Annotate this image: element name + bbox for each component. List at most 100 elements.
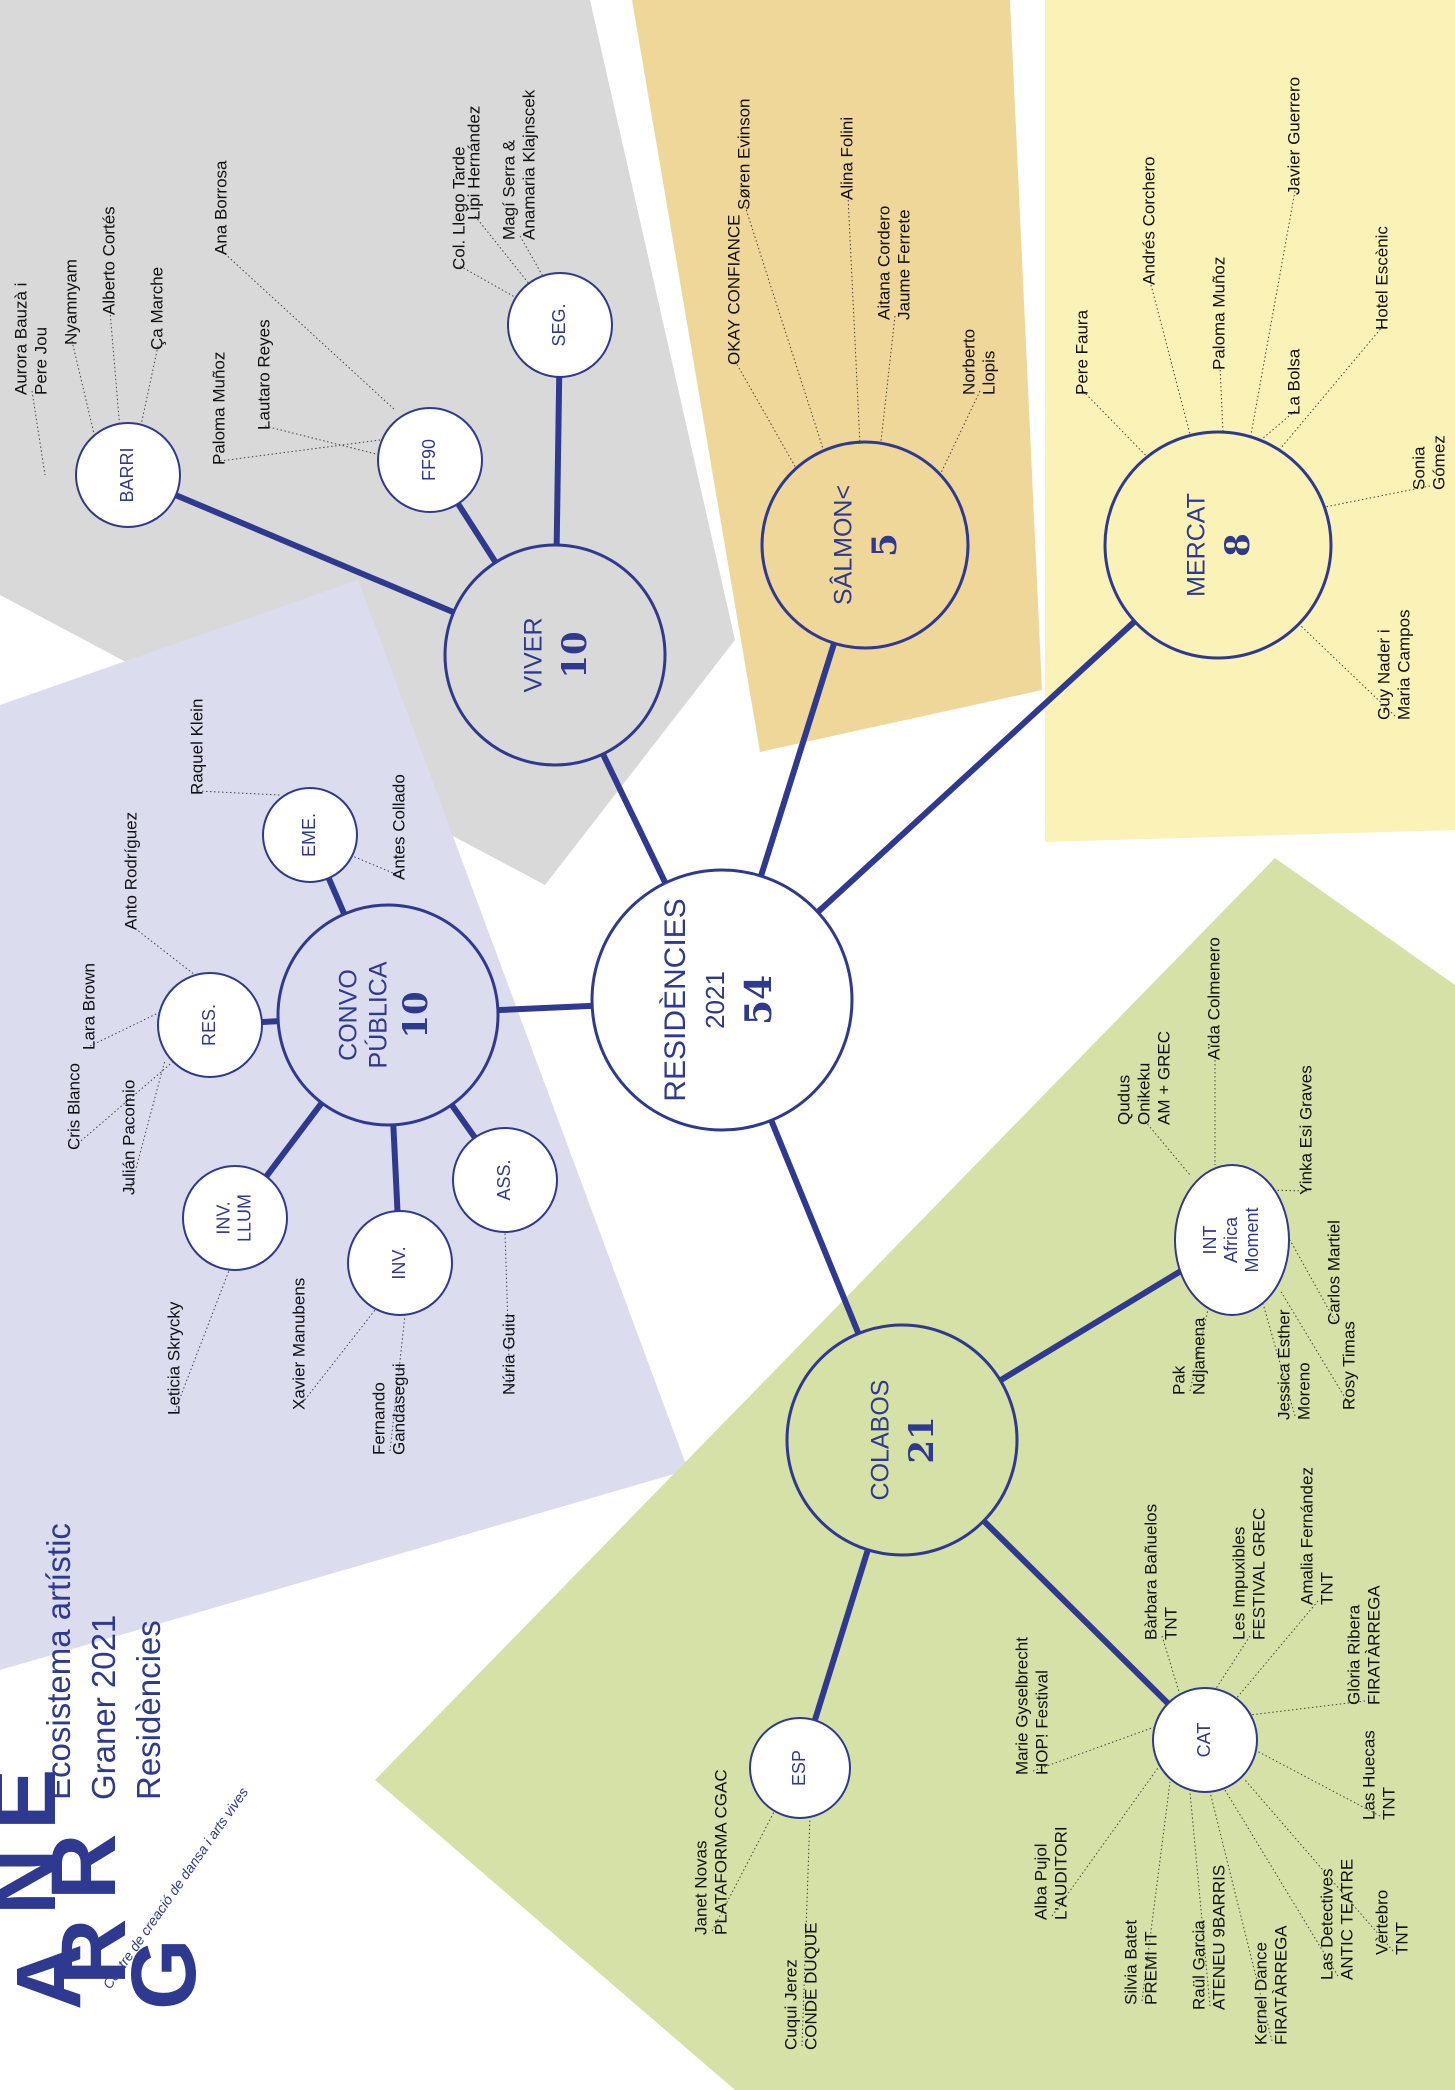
label-ass-0-line: Núria Guiu	[499, 1314, 518, 1395]
label-mercat-0: Pere Faura	[1072, 309, 1091, 395]
label-eme-1: Antes Collado	[389, 774, 408, 880]
node-convo-circle	[276, 903, 500, 1127]
node-int-circle	[1174, 1164, 1290, 1316]
label-cat-11-line: Marie Gyselbrecht	[1012, 1637, 1031, 1775]
leader-inv_llum-0	[174, 1267, 231, 1412]
subnode-inv: INV.	[389, 1246, 409, 1279]
label-salmon-2-line: Alina Folini	[837, 117, 856, 200]
label-esp-0-line: PLATAFORMA CGAC	[711, 1769, 730, 1935]
leader-ff90-2	[221, 250, 396, 411]
label-mercat-7-line: Maria Campos	[1394, 609, 1413, 720]
subnode-int-line: Africa	[1221, 1216, 1241, 1263]
colabos-name: COLABOS	[867, 1380, 895, 1501]
mercat-count-line: 8	[1218, 533, 1258, 557]
title-line-2: Graner 2021	[85, 1615, 122, 1800]
label-eme-0-line: Raquel Klein	[187, 699, 206, 795]
label-inv-1-line: Gandasegui	[389, 1363, 408, 1455]
label-esp-1-line: CONDE DUQUE	[801, 1922, 820, 2050]
label-res-2-line: Anto Rodríguez	[121, 812, 140, 930]
salmon-name: SÂLMON<	[829, 485, 858, 605]
logo-letter-4: E	[0, 1769, 75, 1830]
label-barri-3-line: Ça Marche	[147, 267, 166, 350]
subnode-eme-line: EME.	[299, 813, 319, 857]
subnode-ass-line: ASS.	[494, 1159, 514, 1200]
convo-name-line: PÚBLICA	[364, 961, 393, 1068]
label-cat-7-line: Kernel Dance	[1251, 1942, 1270, 2045]
label-ff90-1-line: Lautaro Reyes	[254, 319, 273, 430]
subnode-cat-line: CAT	[1194, 1723, 1214, 1758]
label-cat-8-line: ATENEU 9BARRIS	[1209, 1865, 1228, 2010]
label-cat-6-line: ANTIC TEATRE	[1337, 1859, 1356, 1980]
logo-letter-5: R	[33, 1834, 135, 1900]
label-int-6-line: Pak	[1169, 1365, 1188, 1395]
label-cat-11-line: HOP! Festival	[1032, 1670, 1051, 1775]
convo-name: PÚBLICA	[364, 961, 393, 1068]
leader-res-1	[89, 999, 186, 1047]
node-circles	[75, 272, 1333, 1819]
leader-int-2	[1264, 1189, 1308, 1192]
label-salmon-4-line: Norberto	[959, 329, 978, 395]
leader-seg-1	[474, 215, 531, 286]
viver-count-line: 10	[555, 631, 595, 678]
label-seg-2-line: Anamaria Klajnscek	[519, 89, 538, 240]
label-cat-2-line: TNT	[1317, 1572, 1336, 1605]
label-int-3-line: Carlos Martiel	[1324, 1220, 1343, 1325]
node-salmon-circle	[760, 440, 970, 650]
label-mercat-5-line: Hotel Escènic	[1372, 226, 1391, 330]
convo-name-line: CONVO	[335, 969, 363, 1061]
node-barri-circle	[75, 422, 181, 528]
leader-cat-9	[1141, 1781, 1171, 2002]
viver-name-line: VIVER	[520, 617, 548, 692]
leader-ass-0	[504, 1231, 511, 1392]
label-seg-0: Col. Llego Tarde	[449, 147, 468, 271]
subnode-int-line: Moment	[1242, 1207, 1262, 1272]
label-ff90-1: Lautaro Reyes	[254, 319, 273, 430]
label-int-2-line: Yinka Esi Graves	[1296, 1065, 1315, 1195]
label-salmon-1: Søren Evinson	[734, 99, 753, 211]
label-esp-0-line: Janet Novas	[691, 1841, 710, 1936]
label-mercat-3-line: Javier Guerrero	[1284, 77, 1303, 195]
leader-cat-10	[1051, 1764, 1161, 1917]
label-mercat-6-line: Sonia	[1409, 446, 1428, 490]
viver-count: 10	[555, 631, 595, 678]
subnode-ff90: FF90	[419, 439, 439, 481]
label-cat-7-line: FIRATÀRREGA	[1271, 1925, 1290, 2045]
colabos-count-line: 21	[902, 1416, 942, 1463]
label-seg-1: Lipi Hernández	[464, 106, 483, 220]
label-salmon-1-line: Søren Evinson	[734, 99, 753, 211]
label-int-1: Aïda Colmenero	[1204, 937, 1223, 1060]
label-res-0-line: Cris Blanco	[64, 1063, 83, 1150]
label-cat-10-line: Alba Pujol	[1031, 1843, 1050, 1920]
salmon-name-line: SÂLMON<	[829, 485, 858, 605]
salmon-count: 5	[865, 533, 905, 557]
label-barri-3: Ça Marche	[147, 267, 166, 350]
leader-int-4	[1279, 1289, 1351, 1407]
label-res-3-line: Julián Pacomio	[119, 1080, 138, 1195]
subnode-barri-line: BARRI	[117, 447, 137, 502]
leader-seg-0	[459, 265, 521, 301]
label-res-1-line: Lara Brown	[79, 963, 98, 1050]
leader-salmon-3	[879, 315, 896, 451]
label-res-1: Lara Brown	[79, 963, 98, 1050]
title-line-1: Ecosistema artístic	[40, 1523, 77, 1800]
label-cat-2-line: Amalia Fernández	[1297, 1467, 1316, 1605]
label-res-0: Cris Blanco	[64, 1063, 83, 1150]
label-mercat-4: La Bolsa	[1284, 348, 1303, 415]
subnode-esp: ESP	[789, 1750, 809, 1786]
label-cat-1-line: FESTIVAL GREC	[1249, 1508, 1268, 1640]
mercat-count: 8	[1218, 533, 1258, 557]
label-salmon-0: OKAY CONFIANCE	[724, 214, 743, 365]
subnode-int-line: INT	[1200, 1226, 1220, 1255]
node-ass-circle	[452, 1127, 558, 1233]
center-year: 2021	[700, 971, 730, 1029]
label-inv_llum-0-line: Leticia Skrycky	[164, 1301, 183, 1415]
